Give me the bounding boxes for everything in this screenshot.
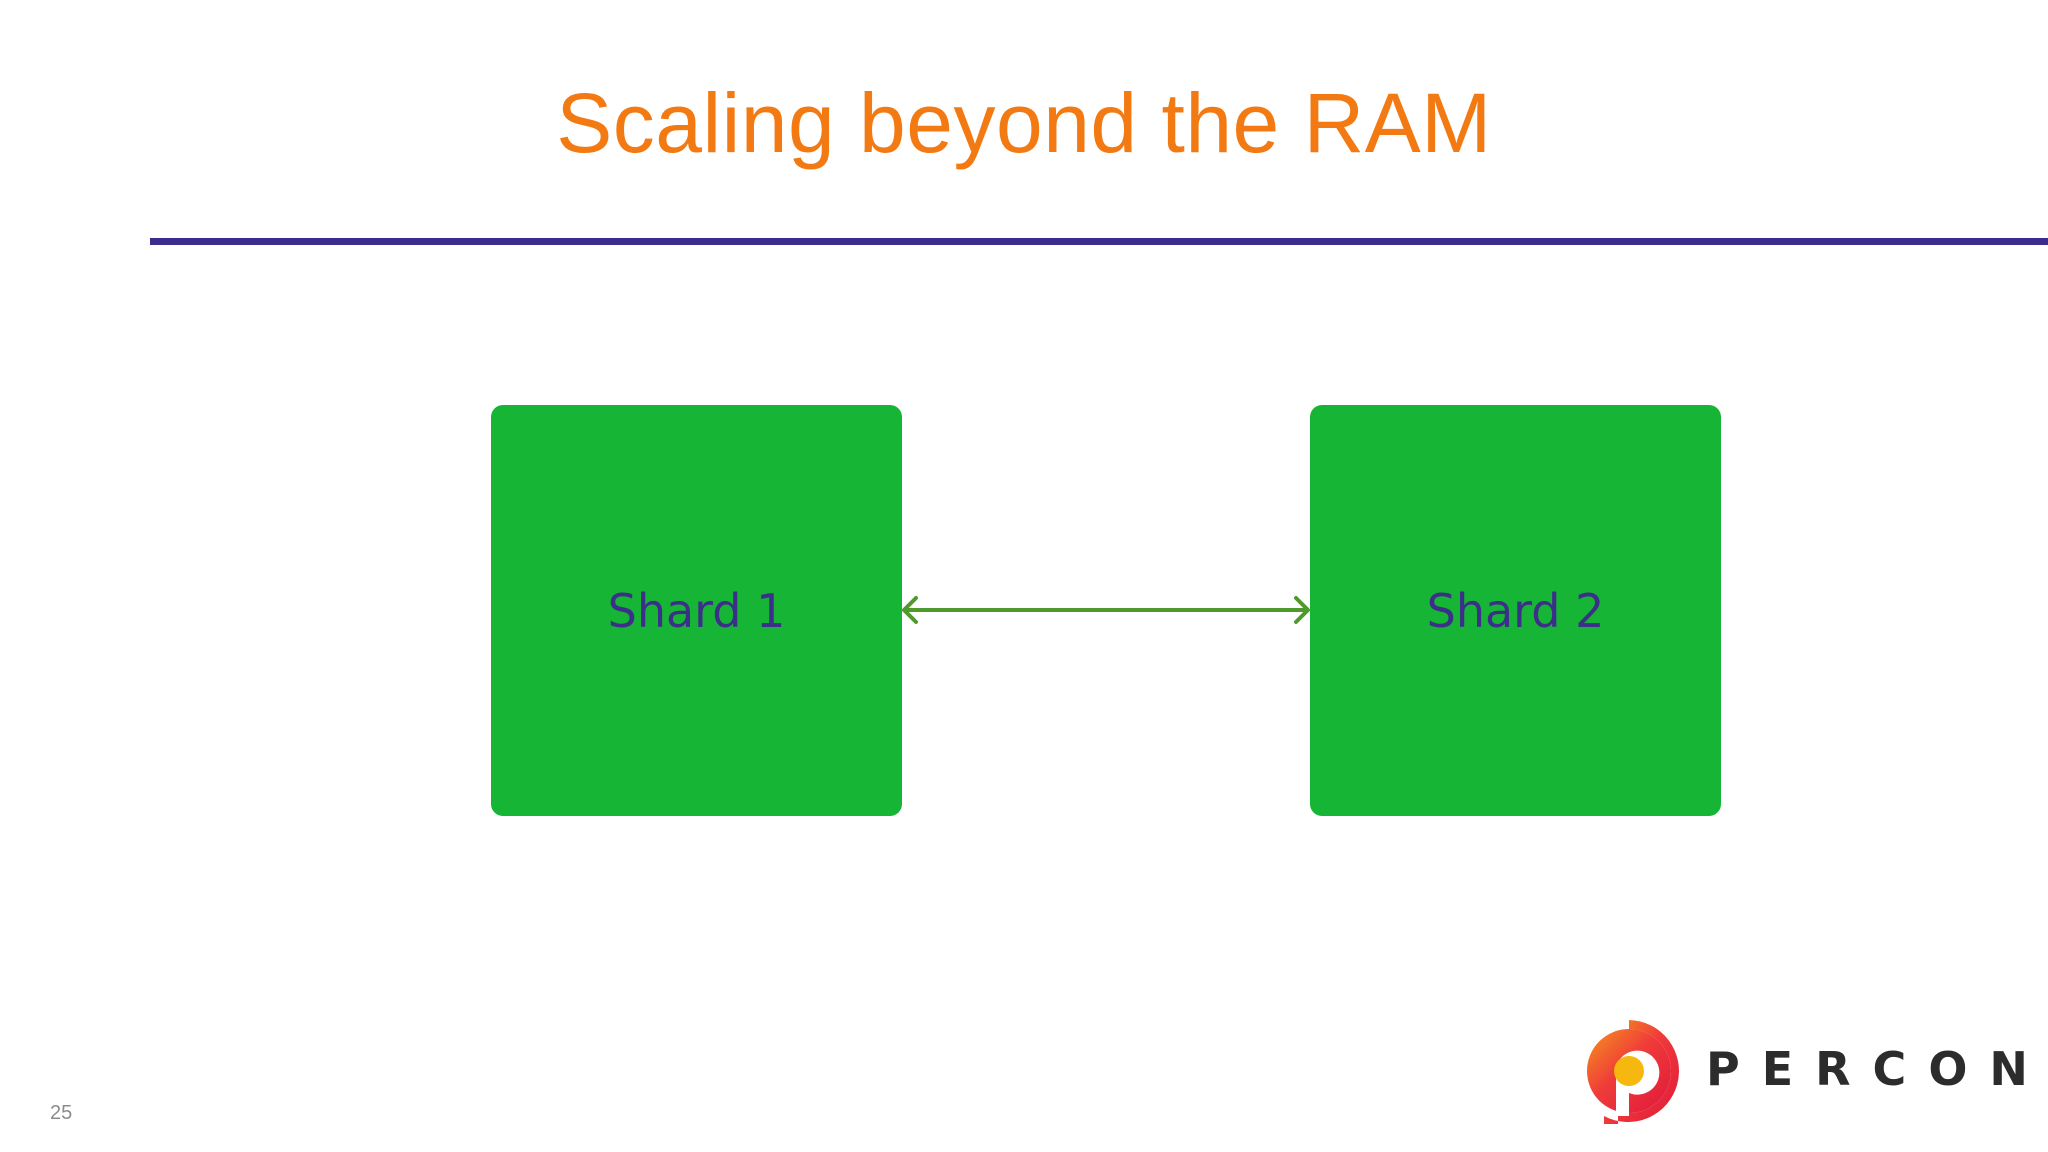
percona-wordmark: PERCONA: [1706, 1042, 2048, 1096]
title-divider: [150, 238, 2048, 245]
shard-2-label: Shard 2: [1426, 583, 1605, 638]
shard-1-label: Shard 1: [607, 583, 786, 638]
page-number: 25: [50, 1102, 73, 1124]
slide-title: Scaling beyond the RAM: [556, 76, 1492, 170]
percona-logo-icon: [1587, 1020, 1679, 1124]
shard-1-node: Shard 1: [491, 405, 902, 816]
arrowhead-right: [1294, 596, 1310, 624]
arrowhead-left: [902, 596, 918, 624]
shard-2-node: Shard 2: [1310, 405, 1721, 816]
